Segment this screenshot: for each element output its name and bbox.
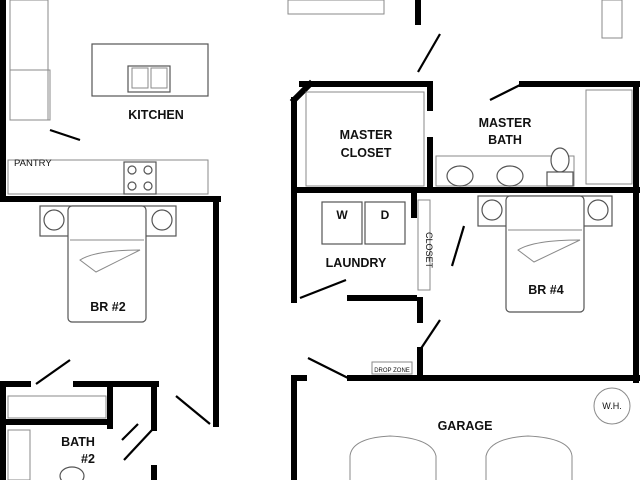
door	[35, 359, 71, 385]
sink-basin	[150, 67, 168, 89]
door	[450, 225, 466, 267]
closet-shelf	[305, 91, 425, 187]
nightstand-lamp	[481, 199, 503, 221]
wardrobe	[601, 0, 623, 39]
dryer-label: D	[381, 208, 390, 222]
door	[121, 423, 139, 441]
door	[419, 319, 441, 351]
bed-br2	[67, 205, 147, 323]
shower	[585, 89, 633, 185]
garage-cars	[349, 435, 573, 480]
pantry-label: PANTRY	[14, 158, 52, 169]
burner	[127, 165, 137, 175]
burner	[143, 165, 153, 175]
bath2-label-line2: #2	[81, 452, 95, 466]
closet-label: CLOSET	[424, 232, 434, 269]
tub	[7, 429, 31, 480]
nightstand-lamp	[587, 199, 609, 221]
car	[485, 435, 573, 480]
toilet-bowl	[59, 466, 85, 480]
refrigerator	[9, 69, 51, 121]
counter	[9, 0, 49, 121]
beds	[39, 195, 613, 323]
vanity	[435, 155, 575, 187]
bath-sink	[446, 165, 474, 187]
master-closet-label-line2: CLOSET	[341, 146, 392, 160]
burner	[143, 181, 153, 191]
washer	[321, 201, 363, 245]
water-heater-tank	[593, 387, 631, 425]
bath2-fixtures	[7, 395, 107, 480]
blanket	[79, 249, 141, 273]
closet-shelf	[7, 395, 107, 419]
bath-sink	[496, 165, 524, 187]
master-bath-label-line2: BATH	[488, 133, 522, 147]
nightstand-lamp	[151, 209, 173, 231]
door	[175, 395, 211, 425]
tub	[287, 0, 385, 15]
door	[299, 278, 347, 300]
kitchen-fixtures	[7, 0, 385, 195]
door	[123, 429, 153, 461]
kitchen-counter	[7, 159, 209, 195]
garage-label: GARAGE	[438, 419, 493, 433]
labels: KITCHEN PANTRY MASTER CLOSET MASTER BATH…	[14, 108, 622, 466]
bath2-label-line1: BATH	[61, 435, 95, 449]
door	[489, 83, 523, 101]
kitchen-label: KITCHEN	[128, 108, 184, 122]
door	[307, 357, 349, 379]
blanket	[517, 239, 581, 263]
water-heater-label: W.H.	[602, 401, 622, 411]
car	[349, 435, 437, 480]
toilet-tank	[546, 171, 574, 187]
sink-basin	[131, 67, 149, 89]
burner	[127, 181, 137, 191]
door	[49, 128, 81, 142]
dryer	[364, 201, 406, 245]
br2-label: BR #2	[90, 300, 125, 314]
laundry-label: LAUNDRY	[326, 256, 387, 270]
washer-label: W	[336, 208, 348, 222]
master-closet-label-line1: MASTER	[340, 128, 393, 142]
bed-br4	[505, 195, 585, 313]
drop-zone-bench	[371, 361, 413, 375]
drop-zone-label: DROP ZONE	[374, 368, 410, 374]
nightstand-lamp	[43, 209, 65, 231]
door	[417, 33, 441, 73]
master-bath-label-line1: MASTER	[479, 116, 532, 130]
doors	[35, 33, 523, 461]
toilet-bowl	[550, 147, 570, 173]
br4-label: BR #4	[528, 283, 563, 297]
master-fixtures	[305, 0, 633, 425]
closet-rod	[417, 199, 431, 291]
